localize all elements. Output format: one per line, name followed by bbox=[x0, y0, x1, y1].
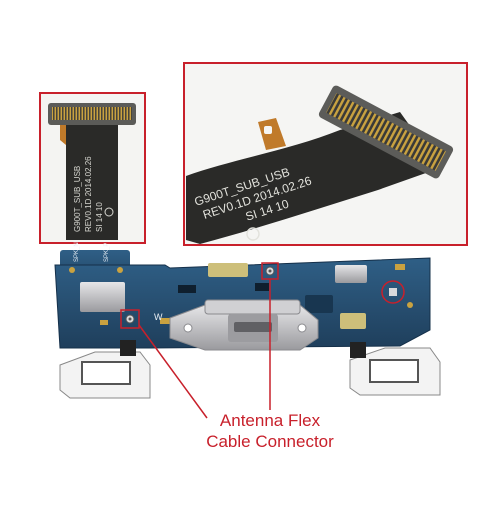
shield-can-left bbox=[80, 282, 125, 312]
pcb-label-spk-p: SPK_P bbox=[104, 243, 110, 262]
board-connector-zoom bbox=[318, 85, 454, 179]
flex-print-line-3: SI 14 10 bbox=[95, 202, 104, 232]
highlight-circle bbox=[381, 280, 405, 304]
sensor-bracket-right bbox=[349, 342, 441, 396]
flex-print-line-1: G900T_SUB_USB bbox=[73, 166, 82, 232]
sensor-bracket-left bbox=[59, 340, 151, 399]
flex-print-line-2: REV0.1D 2014.02.26 bbox=[84, 156, 93, 232]
recycle-mark-zoom bbox=[246, 227, 260, 241]
callout-lines bbox=[138, 279, 271, 419]
callout-label-line-1: Antenna Flex bbox=[219, 411, 321, 430]
callout-label: Antenna Flex Cable Connector bbox=[150, 410, 390, 452]
pcb-label-w: W bbox=[154, 312, 163, 322]
detail-box-small: G900T_SUB_USB REV0.1D 2014.02.26 SI 14 1… bbox=[39, 92, 146, 244]
recycle-mark-small bbox=[104, 207, 114, 217]
pcb-label-spk-n: SPK_N bbox=[74, 242, 80, 262]
callout-label-line-2: Cable Connector bbox=[206, 432, 334, 451]
usb-port bbox=[169, 299, 319, 351]
antenna-connector-left bbox=[120, 309, 140, 329]
sub-usb-board: SPK_N SPK_P W bbox=[54, 242, 431, 351]
detail-box-zoom: G900T_SUB_USB REV0.1D 2014.02.26 SI 14 1… bbox=[183, 62, 468, 246]
